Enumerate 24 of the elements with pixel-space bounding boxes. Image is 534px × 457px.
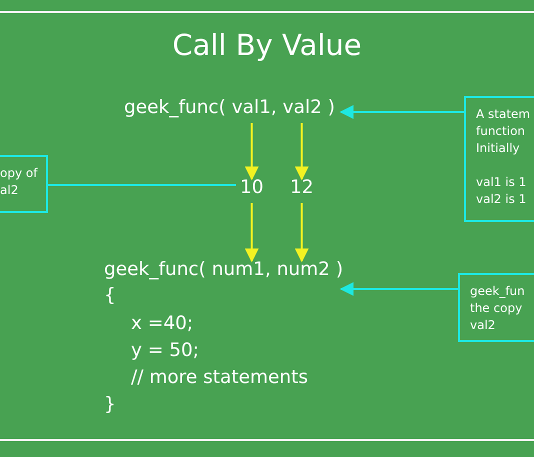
title: Call By Value — [171, 28, 363, 62]
arrow — [294, 123, 309, 180]
connector-line — [48, 184, 236, 186]
arrow — [244, 123, 259, 180]
note-text: val1 is 1 val2 is 1 — [476, 174, 528, 208]
note-box — [458, 273, 534, 342]
arrow — [340, 282, 458, 296]
note-text: geek_fun the copy val2 — [470, 283, 526, 334]
code-text: 12 — [290, 177, 314, 199]
code-line: } — [104, 394, 116, 416]
code-text: 10 — [240, 177, 264, 199]
code-line: y = 50; — [131, 340, 199, 362]
note-text: opy of al2 — [0, 165, 39, 199]
code-text: geek_func( num1, num2 ) — [104, 259, 344, 281]
code-line: { — [104, 285, 116, 307]
arrow — [244, 203, 259, 262]
code-line: // more statements — [131, 367, 308, 389]
note-box — [0, 155, 48, 213]
arrow — [294, 203, 309, 262]
arrow — [340, 105, 464, 119]
code-text: geek_func( val1, val2 ) — [124, 97, 335, 119]
code-line: x =40; — [131, 313, 194, 335]
note-box — [464, 96, 534, 222]
note-text: A statem function Initially — [476, 106, 532, 157]
